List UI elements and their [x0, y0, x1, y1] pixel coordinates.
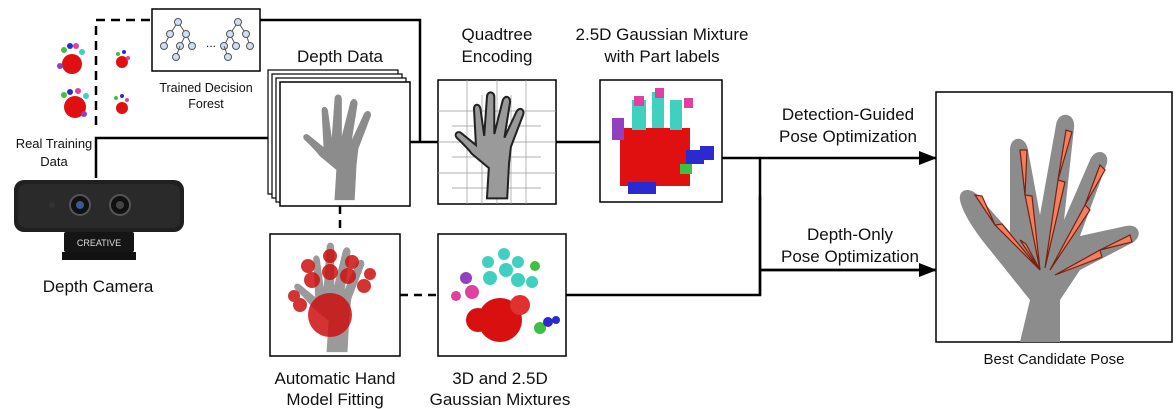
camera-brand: CREATIVE	[77, 238, 121, 248]
connector-lines	[94, 18, 422, 178]
training-hand-4	[114, 94, 129, 114]
training-hand-3	[61, 88, 89, 118]
detection-label-2: Pose Optimization	[779, 127, 917, 146]
gmm-part-image	[599, 79, 723, 203]
best-pose-label: Best Candidate Pose	[984, 351, 1125, 368]
training-hand-1	[52, 40, 88, 80]
depthonly-label-1: Depth-Only	[807, 225, 893, 244]
mixtures-image	[437, 233, 567, 357]
depth-data-label: Depth Data	[297, 47, 384, 66]
quadtree-label-1: Quadtree	[462, 25, 533, 44]
depth-camera-label: Depth Camera	[43, 277, 154, 296]
forest-label-1: Trained Decision	[159, 81, 252, 95]
forest-box	[151, 8, 261, 72]
mixtures-label-1: 3D and 2.5D	[452, 369, 547, 388]
auto-fit-label-2: Model Fitting	[286, 390, 383, 409]
quadtree-image	[437, 79, 557, 205]
tree-icon-right	[220, 18, 254, 61]
training-hand-2	[116, 50, 130, 68]
forest-ellipsis: ...	[206, 36, 216, 50]
forest-label-2: Forest	[188, 97, 224, 111]
depth-data-stack	[267, 69, 411, 207]
gmm-label-2: with Part labels	[603, 47, 719, 66]
hand-model-image	[269, 233, 401, 357]
mixtures-label-2: Gaussian Mixtures	[430, 390, 571, 409]
gmm-label-1: 2.5D Gaussian Mixture	[576, 25, 749, 44]
real-training-label-1: Real Training	[16, 136, 93, 151]
auto-fit-label-1: Automatic Hand	[275, 369, 396, 388]
depth-camera-image: CREATIVE	[14, 180, 184, 260]
depth-only-path	[566, 196, 936, 297]
best-pose-image	[935, 91, 1173, 343]
tree-icon-left	[160, 18, 196, 61]
quadtree-label-2: Encoding	[462, 47, 533, 66]
detection-label-1: Detection-Guided	[782, 105, 914, 124]
depthonly-label-2: Pose Optimization	[781, 247, 919, 266]
real-training-label-2: Data	[40, 154, 68, 169]
